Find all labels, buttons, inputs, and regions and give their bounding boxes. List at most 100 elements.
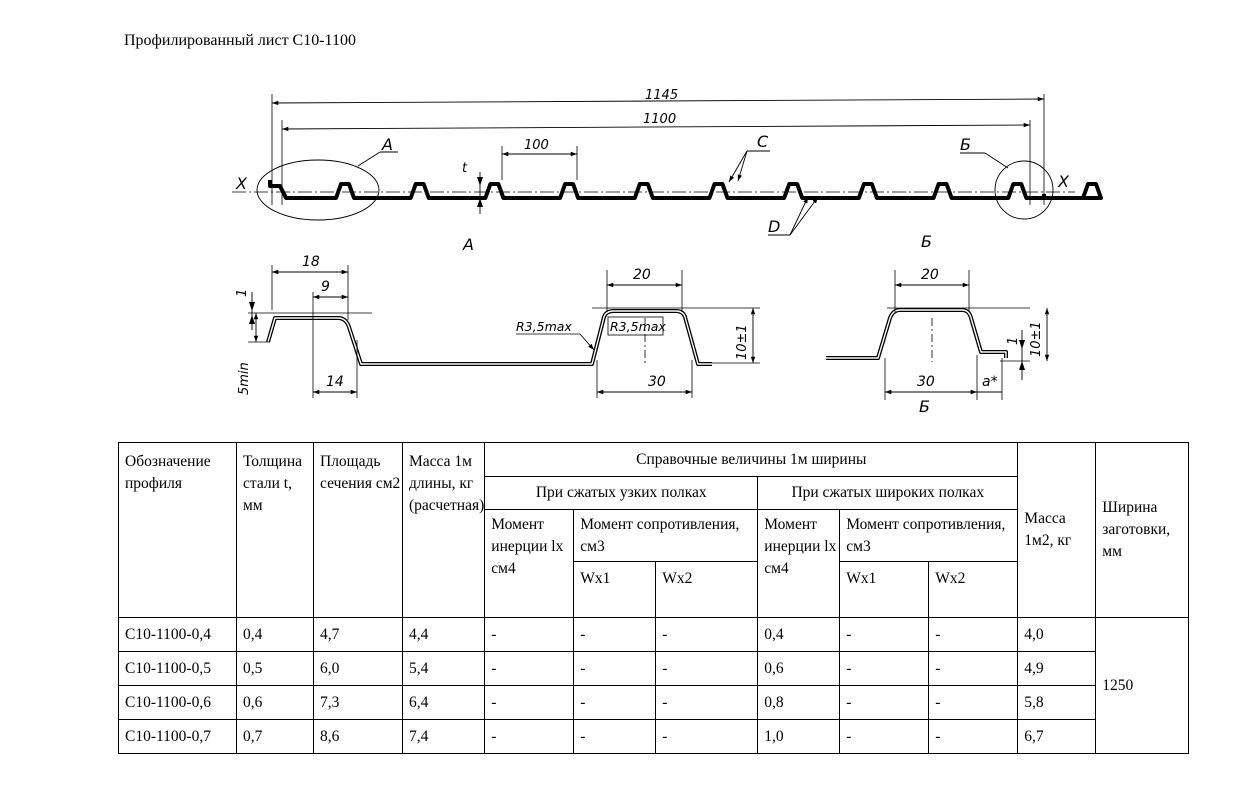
table-cell: -	[928, 719, 1019, 754]
table-cell: С10-1100-0,5	[118, 651, 237, 686]
header-wx1-narrow: Wx1	[573, 561, 657, 618]
table-cell: 1,0	[757, 719, 841, 754]
header-designation: Обозначение профиля	[118, 442, 237, 618]
axis-label-right: X	[1057, 172, 1070, 191]
table-cell: 0,6	[236, 685, 314, 720]
dim-20-label: 20	[633, 267, 651, 283]
dim-10-label: 10±1	[735, 324, 750, 360]
detailB-dim-10-label: 10±1	[1029, 321, 1044, 357]
table-cell: С10-1100-0,4	[118, 617, 237, 652]
table-cell: 0,4	[236, 617, 314, 652]
dimension-1145	[271, 96, 1045, 106]
table-cell: 4,9	[1017, 651, 1097, 686]
header-mass-m2: Масса 1м2, кг	[1017, 442, 1097, 618]
table-cell: С10-1100-0,6	[118, 685, 237, 720]
detail-B: 20 30 a* 10±1 1 Б	[826, 267, 1050, 416]
table-cell: 4,7	[313, 617, 403, 652]
table-row: С10-1100-0,7 0,7 8,6 7,4 - - - 1,0 - - 6…	[118, 719, 1189, 754]
table-cell: 5,8	[1017, 685, 1097, 720]
dim-1-label: 1	[235, 289, 250, 297]
page-title: Профилированный лист С10-1100	[124, 32, 356, 49]
table-cell: -	[928, 651, 1019, 686]
detail-A: 18 9 14 20 30 10±1 1 5min R3,5max R3,5ma…	[235, 254, 760, 398]
label-A-top: А	[381, 135, 393, 154]
header-blank-width: Ширина заготовки, мм	[1095, 442, 1190, 618]
radius-label-2: R3,5max	[610, 319, 666, 334]
header-inertia-narrow: Момент инерции lx см4	[484, 509, 575, 618]
table-cell: С10-1100-0,7	[118, 719, 237, 754]
dim-18-label: 18	[302, 254, 320, 270]
dim-100-label: 100	[524, 138, 549, 153]
axis-label-left: X	[235, 174, 248, 193]
header-wx1-wide: Wx1	[839, 561, 930, 618]
detailB-dim-a-label: a*	[982, 374, 998, 390]
blank-width-value: 1250	[1095, 617, 1190, 754]
detail-B-circle	[994, 160, 1054, 220]
table-cell: -	[484, 685, 575, 720]
table-cell: -	[928, 617, 1019, 652]
detailB-label: Б	[919, 397, 930, 416]
main-profile: 1145 1100 100 t А Б С D X X А Б	[232, 88, 1103, 254]
table-cell: -	[484, 719, 575, 754]
table-row: С10-1100-0,4 0,4 4,7 4,4 - - - 0,4 - - 4…	[118, 617, 1190, 754]
table-cell: -	[573, 651, 657, 686]
label-B-top: Б	[960, 135, 971, 154]
label-D: D	[768, 217, 780, 236]
header-inertia-wide: Момент инерции lx см4	[757, 509, 841, 618]
table-cell: -	[573, 719, 657, 754]
label-t: t	[462, 161, 468, 176]
table-cell: 0,6	[757, 651, 841, 686]
table-cell: 6,4	[401, 685, 486, 720]
header-reference: Справочные величины 1м ширины	[484, 442, 1019, 477]
table-cell: 0,5	[236, 651, 314, 686]
header-thickness: Толщина стали t, мм	[236, 442, 314, 618]
table-cell: 0,8	[757, 685, 841, 720]
header-resistance-wide: Момент сопротивления, см3	[839, 509, 1019, 562]
table-cell: -	[839, 617, 930, 652]
header-resistance-narrow: Момент сопротивления, см3	[573, 509, 759, 562]
table-row: С10-1100-0,6 0,6 7,3 6,4 - - - 0,8 - - 5…	[118, 685, 1189, 720]
profile-line	[268, 180, 1103, 200]
label-B-bottom: Б	[921, 232, 932, 251]
header-wide: При сжатых широких полках	[757, 476, 1019, 510]
table-cell: -	[655, 719, 759, 754]
table-cell: -	[655, 685, 759, 720]
table-cell: 4,4	[401, 617, 486, 652]
table-cell: 6,0	[313, 651, 403, 686]
dim-1100-label: 1100	[643, 112, 676, 127]
label-C: С	[757, 132, 769, 151]
table-cell: 7,3	[313, 685, 403, 720]
detail-B-profile	[826, 308, 1008, 360]
dim-1145-label: 1145	[645, 88, 678, 103]
header-mass-per-m: Масса 1м длины, кг (расчетная)	[401, 442, 486, 618]
header-narrow: При сжатых узких полках	[484, 476, 759, 510]
dim-14-label: 14	[326, 374, 344, 390]
table-cell: -	[839, 719, 930, 754]
table-cell: 5,4	[401, 651, 486, 686]
header-wx2-wide: Wx2	[928, 561, 1019, 618]
table-cell: -	[928, 685, 1019, 720]
table-cell: -	[573, 685, 657, 720]
detailB-dim-20-label: 20	[921, 267, 939, 283]
table-cell: -	[573, 617, 657, 652]
table-cell: -	[655, 617, 759, 652]
label-A-bottom: А	[462, 235, 474, 254]
table-cell: -	[484, 617, 575, 652]
table-cell: 6,7	[1017, 719, 1097, 754]
table-cell: 0,7	[236, 719, 314, 754]
spec-table: Обозначение профиля Толщина стали t, мм …	[118, 442, 1190, 754]
profile-drawing: 1145 1100 100 t А Б С D X X А Б	[232, 88, 1103, 416]
table-cell: 7,4	[401, 719, 486, 754]
table-cell: -	[655, 651, 759, 686]
table-cell: -	[839, 685, 930, 720]
table-cell: 4,0	[1017, 617, 1097, 652]
table-cell: -	[484, 651, 575, 686]
dimension-1100	[281, 122, 1031, 132]
dim-30-label: 30	[648, 374, 666, 390]
table-cell: 8,6	[313, 719, 403, 754]
radius-label-1: R3,5max	[516, 319, 572, 334]
header-wx2-narrow: Wx2	[655, 561, 759, 618]
table-row: С10-1100-0,5 0,5 6,0 5,4 - - - 0,6 - - 4…	[118, 651, 1189, 686]
detailB-dim-1-label: 1	[1006, 337, 1021, 345]
detail-A-ellipse	[256, 159, 380, 221]
